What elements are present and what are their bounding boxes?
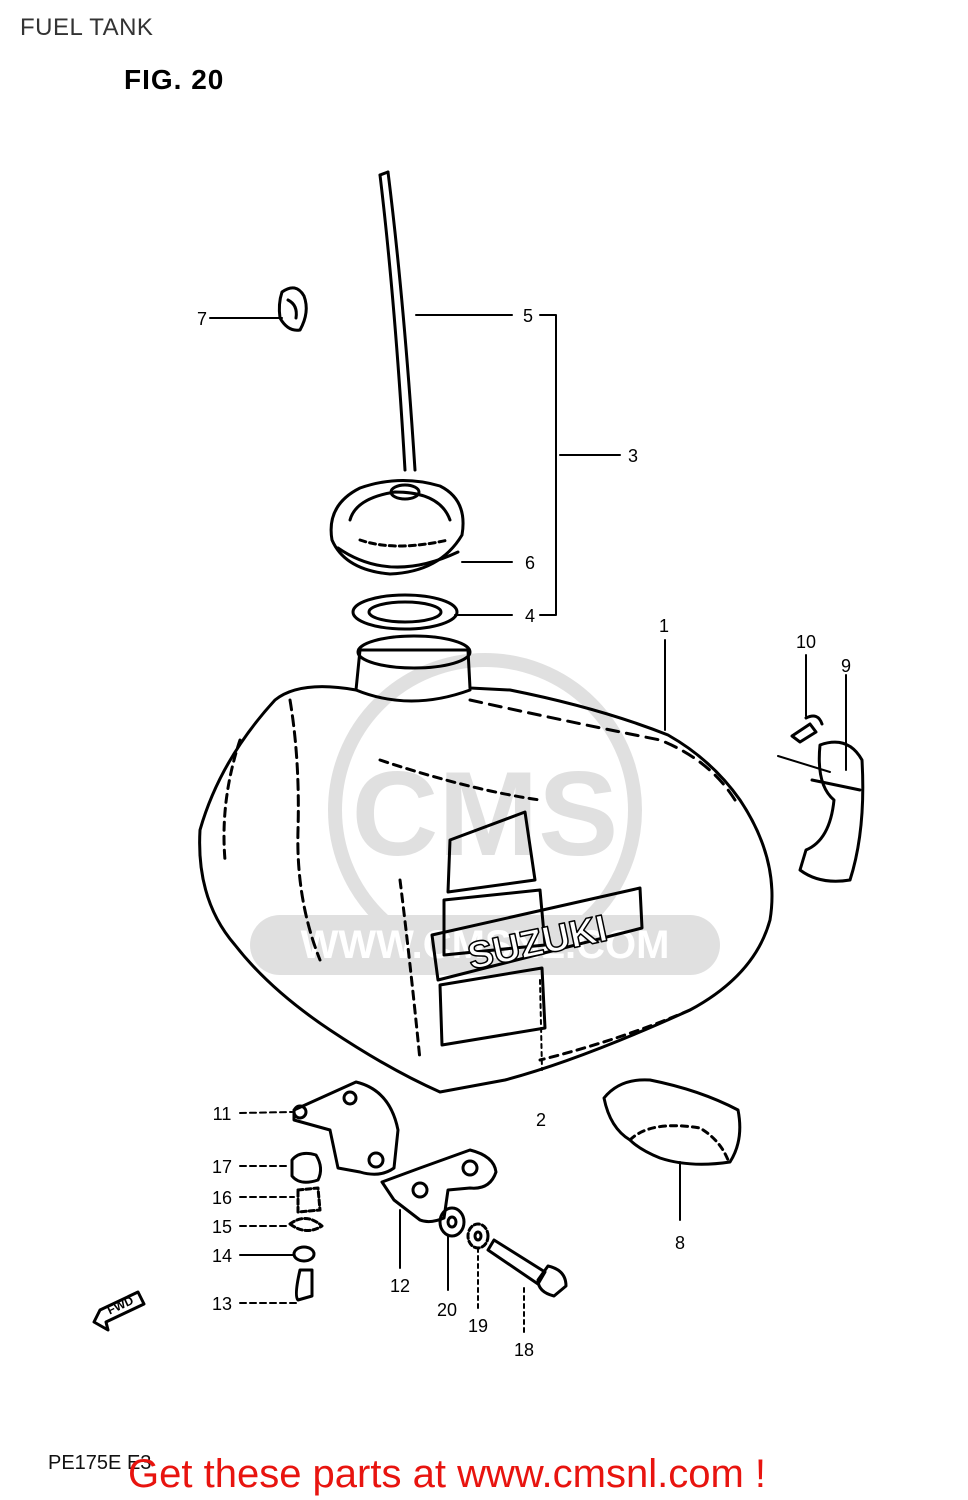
callout-10: 10 [796,632,816,652]
callout-5: 5 [523,306,533,326]
mounting-bolt [486,1238,568,1298]
breather-hose [378,170,417,472]
callout-20: 20 [437,1300,457,1320]
leader-lines [209,314,847,1336]
callout-15: 15 [212,1217,232,1237]
callout-9: 9 [841,656,851,676]
cms-watermark: CMS WWW.CMSNL.COM [250,653,720,975]
figure-label: FIG. 20 [124,64,225,95]
callout-6: 6 [525,553,535,573]
callout-7: 7 [197,309,207,329]
rear-bracket [380,1148,498,1224]
callout-3: 3 [628,446,638,466]
tank-cushion [602,1078,742,1166]
protector-screw [790,714,824,744]
callout-17: 17 [212,1157,232,1177]
fuel-tank-body: SUZUKI [198,634,774,1094]
callout-18: 18 [514,1340,534,1360]
callout-2: 2 [536,1110,546,1130]
front-bracket [292,1080,400,1176]
callout-8: 8 [675,1233,685,1253]
page-title: FUEL TANK [20,14,154,41]
washer-20-hole [446,1215,458,1229]
forward-arrow [92,1290,146,1332]
side-protector [798,740,865,883]
callout-14: 14 [212,1246,232,1266]
hose-clip [277,286,308,332]
callout-19: 19 [468,1316,488,1336]
washer-20 [438,1206,466,1238]
callout-4: 4 [525,606,535,626]
callout-12: 12 [390,1276,410,1296]
model-code: PE175E E3 [48,1452,152,1474]
callout-16: 16 [212,1188,232,1208]
fuel-cap [329,479,465,576]
callout-numbers: 1 2 3 4 5 6 7 8 9 10 11 12 13 14 15 16 1… [197,306,851,1360]
callout-13: 13 [212,1294,232,1314]
callout-11: 11 [213,1104,232,1124]
cap-gasket [351,593,459,631]
washer-19-hole [473,1230,483,1242]
parts-link[interactable]: Get these parts at www.cmsnl.com ! [128,1452,766,1496]
washer-19 [466,1222,490,1250]
watermark-text-top: CMS [352,747,619,881]
mounting-stack [288,1151,324,1302]
watermark-text-bottom: WWW.CMSNL.COM [301,923,670,967]
callout-1: 1 [659,616,669,636]
